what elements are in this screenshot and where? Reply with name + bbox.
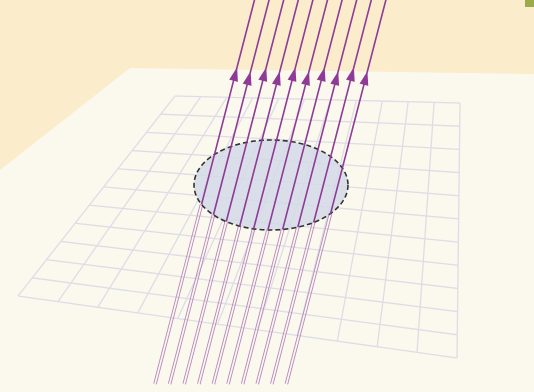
field-arrowhead bbox=[345, 67, 355, 82]
grid-line-horizontal bbox=[174, 95, 461, 104]
field-line-lower bbox=[167, 214, 213, 384]
field-arrowhead bbox=[330, 71, 340, 86]
field-line-lower bbox=[272, 222, 316, 385]
field-lines-above-surface bbox=[200, 0, 387, 231]
field-line-lower bbox=[243, 229, 285, 385]
field-line-through-surface bbox=[267, 141, 292, 231]
field-arrowhead bbox=[258, 67, 268, 82]
grid-line-vertical bbox=[376, 101, 409, 347]
field-line-lower bbox=[197, 225, 239, 384]
field-line-lower bbox=[155, 204, 204, 385]
field-line-lower bbox=[284, 213, 330, 384]
grid-line-horizontal bbox=[75, 222, 459, 266]
field-line-lower bbox=[153, 203, 201, 384]
field-line-lower bbox=[258, 227, 300, 385]
field-line-through-surface bbox=[312, 156, 332, 223]
field-line-through-surface bbox=[238, 140, 263, 227]
field-lines-below-surface bbox=[153, 203, 333, 385]
field-line-lower bbox=[228, 230, 270, 385]
field-arrowhead bbox=[229, 67, 238, 82]
field-line-through-surface bbox=[212, 146, 232, 216]
grid-line-horizontal bbox=[17, 295, 458, 359]
field-line-through-surface bbox=[225, 142, 248, 222]
field-line-through-surface bbox=[200, 154, 216, 205]
field-arrowhead bbox=[242, 71, 252, 86]
grid-line-horizontal bbox=[146, 131, 460, 151]
field-line-through-surface bbox=[252, 139, 278, 230]
field-line-lower bbox=[214, 229, 256, 385]
grid-line-horizontal bbox=[60, 240, 458, 290]
grid-line-vertical bbox=[17, 95, 176, 297]
field-arrowhead bbox=[271, 71, 281, 86]
corner-tab bbox=[525, 0, 534, 7]
grid-line-vertical bbox=[97, 96, 228, 308]
field-arrowhead bbox=[316, 67, 326, 82]
grid-line-vertical bbox=[296, 100, 357, 336]
field-line-lower bbox=[255, 226, 298, 384]
field-line-lower bbox=[185, 221, 228, 385]
field-arrowhead bbox=[301, 71, 310, 86]
grid-line-vertical bbox=[137, 97, 254, 314]
field-line-lower bbox=[270, 222, 313, 384]
field-line-lower bbox=[287, 213, 333, 385]
field-line-lower bbox=[211, 228, 253, 384]
grid-line-vertical bbox=[336, 100, 383, 342]
field-line-through-surface bbox=[281, 144, 306, 230]
field-line-upper bbox=[290, 0, 329, 142]
field-line-lower bbox=[199, 226, 242, 385]
field-line-lower bbox=[240, 229, 282, 384]
grid-line-horizontal bbox=[32, 277, 458, 336]
field-arrowhead bbox=[359, 71, 369, 86]
field-line-upper bbox=[261, 0, 300, 141]
grid-line-vertical bbox=[416, 102, 435, 353]
open-surface bbox=[193, 139, 349, 231]
field-line-lower bbox=[170, 215, 216, 385]
field-line-through-surface bbox=[297, 149, 319, 228]
grid-line-vertical bbox=[456, 102, 461, 359]
field-line-lower bbox=[226, 229, 268, 384]
grid-line-vertical bbox=[57, 96, 202, 303]
field-line-through-surface bbox=[329, 167, 344, 214]
field-arrowhead bbox=[287, 67, 297, 82]
field-line-lower bbox=[182, 221, 226, 384]
